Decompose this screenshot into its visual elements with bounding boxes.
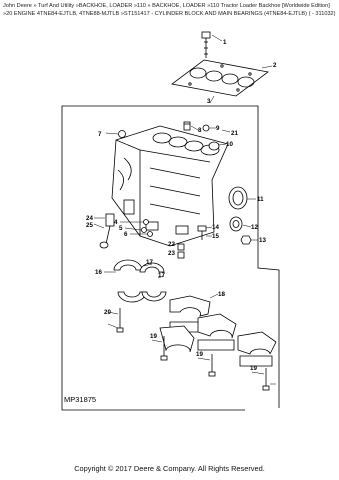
part-number: 19 xyxy=(150,333,157,340)
cylinder-block-icon xyxy=(111,125,229,247)
part-number: 19 xyxy=(250,365,257,372)
plug-icon xyxy=(183,121,191,131)
bolt-icon xyxy=(116,308,124,333)
part-number: 1 xyxy=(223,39,227,46)
part-number: 22 xyxy=(168,241,175,248)
bearing-cap-icon xyxy=(197,313,237,351)
bearing-cap-icon xyxy=(237,331,277,367)
head-gasket-icon xyxy=(171,59,269,97)
part-number: 9 xyxy=(216,125,220,132)
plug-icon xyxy=(141,219,153,237)
bolt-icon xyxy=(208,354,216,377)
oil-pressure-switch-icon xyxy=(99,213,115,249)
part-number: 15 xyxy=(212,233,219,240)
part-number: 7 xyxy=(98,131,102,138)
part-number: 11 xyxy=(257,196,264,203)
bearing-cap-icon xyxy=(159,325,195,353)
breadcrumb: John Deere » Turf And Utility »BACKHOE, … xyxy=(3,3,336,17)
bolt-icon xyxy=(160,336,168,361)
frame-left-line xyxy=(61,118,245,411)
bearing-cap-icon xyxy=(169,295,211,333)
part-number: 2 xyxy=(273,62,277,69)
bolt-icon xyxy=(240,235,252,245)
part-number: 25 xyxy=(86,222,93,229)
part-number: 17 xyxy=(158,272,165,279)
bolt-icon xyxy=(201,31,211,58)
part-number: 10 xyxy=(226,141,233,148)
part-number: 6 xyxy=(124,231,128,238)
part-number: 3 xyxy=(207,98,211,105)
part-number: 16 xyxy=(95,269,102,276)
part-number: 5 xyxy=(119,225,123,232)
part-number: 17 xyxy=(146,259,153,266)
seal-icon xyxy=(208,141,220,151)
plug-icon xyxy=(177,243,185,259)
part-number: 12 xyxy=(251,224,258,231)
thrust-washer-icon xyxy=(113,259,167,303)
frame-right-line xyxy=(257,112,280,408)
oil-seal-icon xyxy=(228,186,248,210)
plug-icon xyxy=(118,130,126,138)
part-number: 21 xyxy=(231,130,238,137)
figure-id: MP31875 xyxy=(64,395,96,404)
frame-top-line xyxy=(61,105,259,118)
bolt-icon xyxy=(197,225,207,240)
bolt-icon xyxy=(229,216,243,232)
copyright-notice: Copyright © 2017 Deere & Company. All Ri… xyxy=(74,464,265,473)
part-number: 14 xyxy=(212,224,219,231)
part-number: 20 xyxy=(104,309,111,316)
bolt-icon xyxy=(262,368,270,391)
part-number: 24 xyxy=(86,215,93,222)
part-number: 19 xyxy=(196,351,203,358)
part-number: 13 xyxy=(259,237,266,244)
part-number: 4 xyxy=(114,219,118,226)
part-number: 8 xyxy=(198,127,202,134)
part-number: 23 xyxy=(168,250,175,257)
part-number: 18 xyxy=(218,291,225,298)
plug-icon xyxy=(202,124,210,132)
